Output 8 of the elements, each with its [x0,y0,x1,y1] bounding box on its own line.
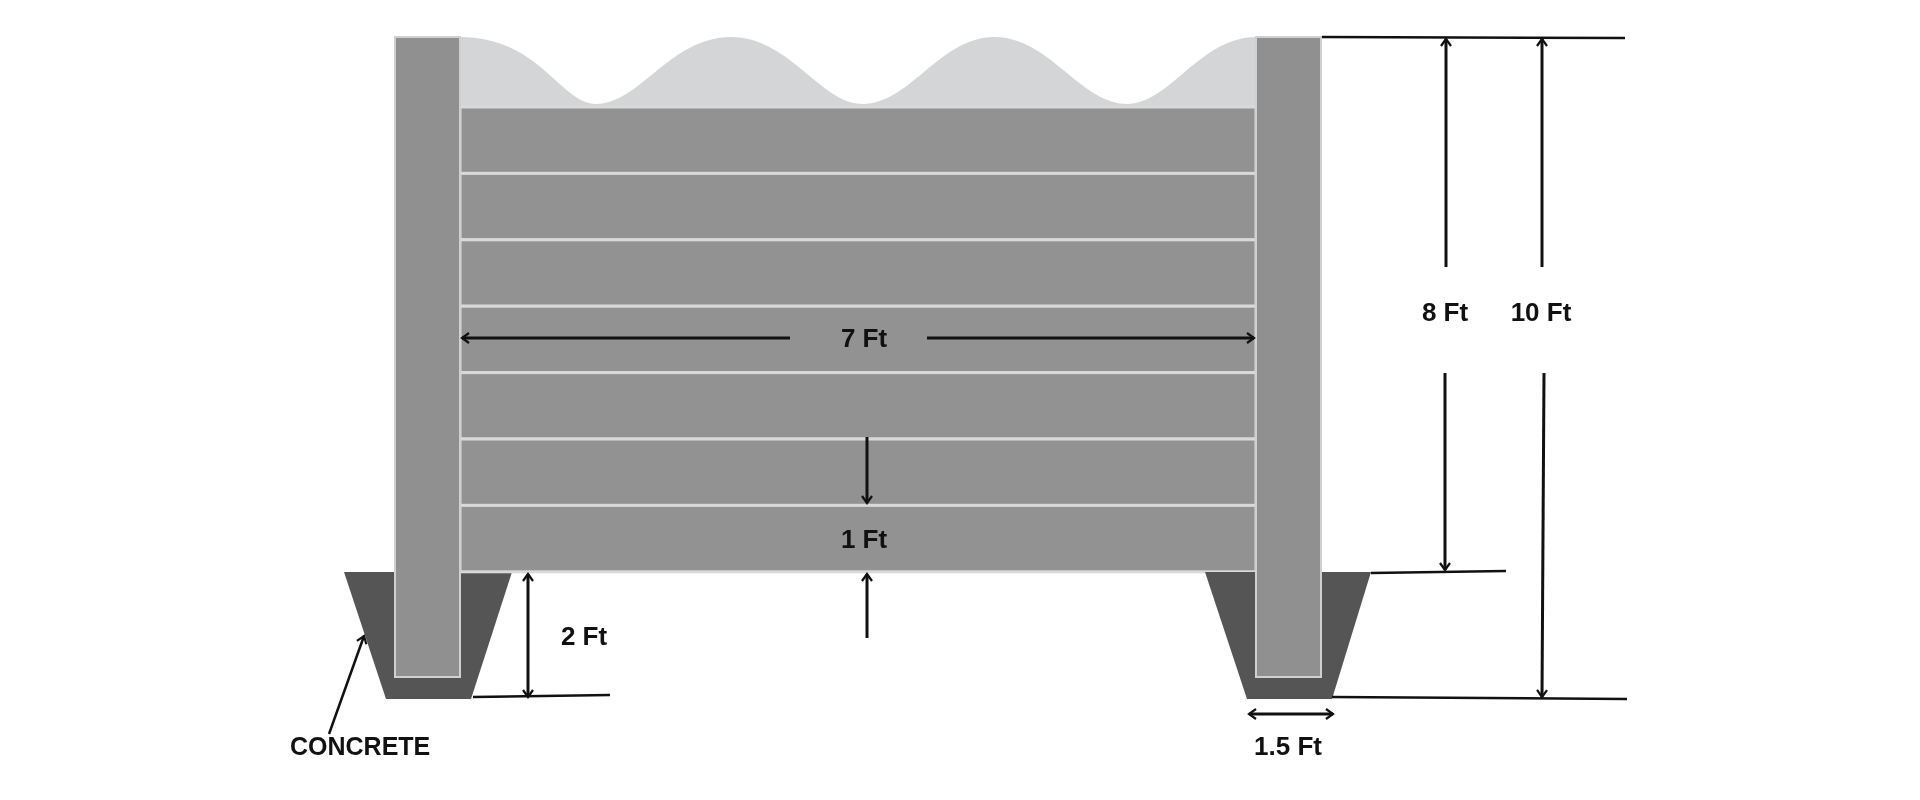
dimension-label: 10 Ft [1510,299,1572,325]
part-label: CONCRETE [290,734,431,759]
dimension-label: 1 Ft [840,526,888,552]
dimension-label: 1.5 Ft [1254,733,1322,759]
dimension-label: 2 Ft [560,623,608,649]
leader-line [327,634,368,735]
dimension-label: 7 Ft [840,325,888,351]
dimension-label: 8 Ft [1421,299,1469,325]
